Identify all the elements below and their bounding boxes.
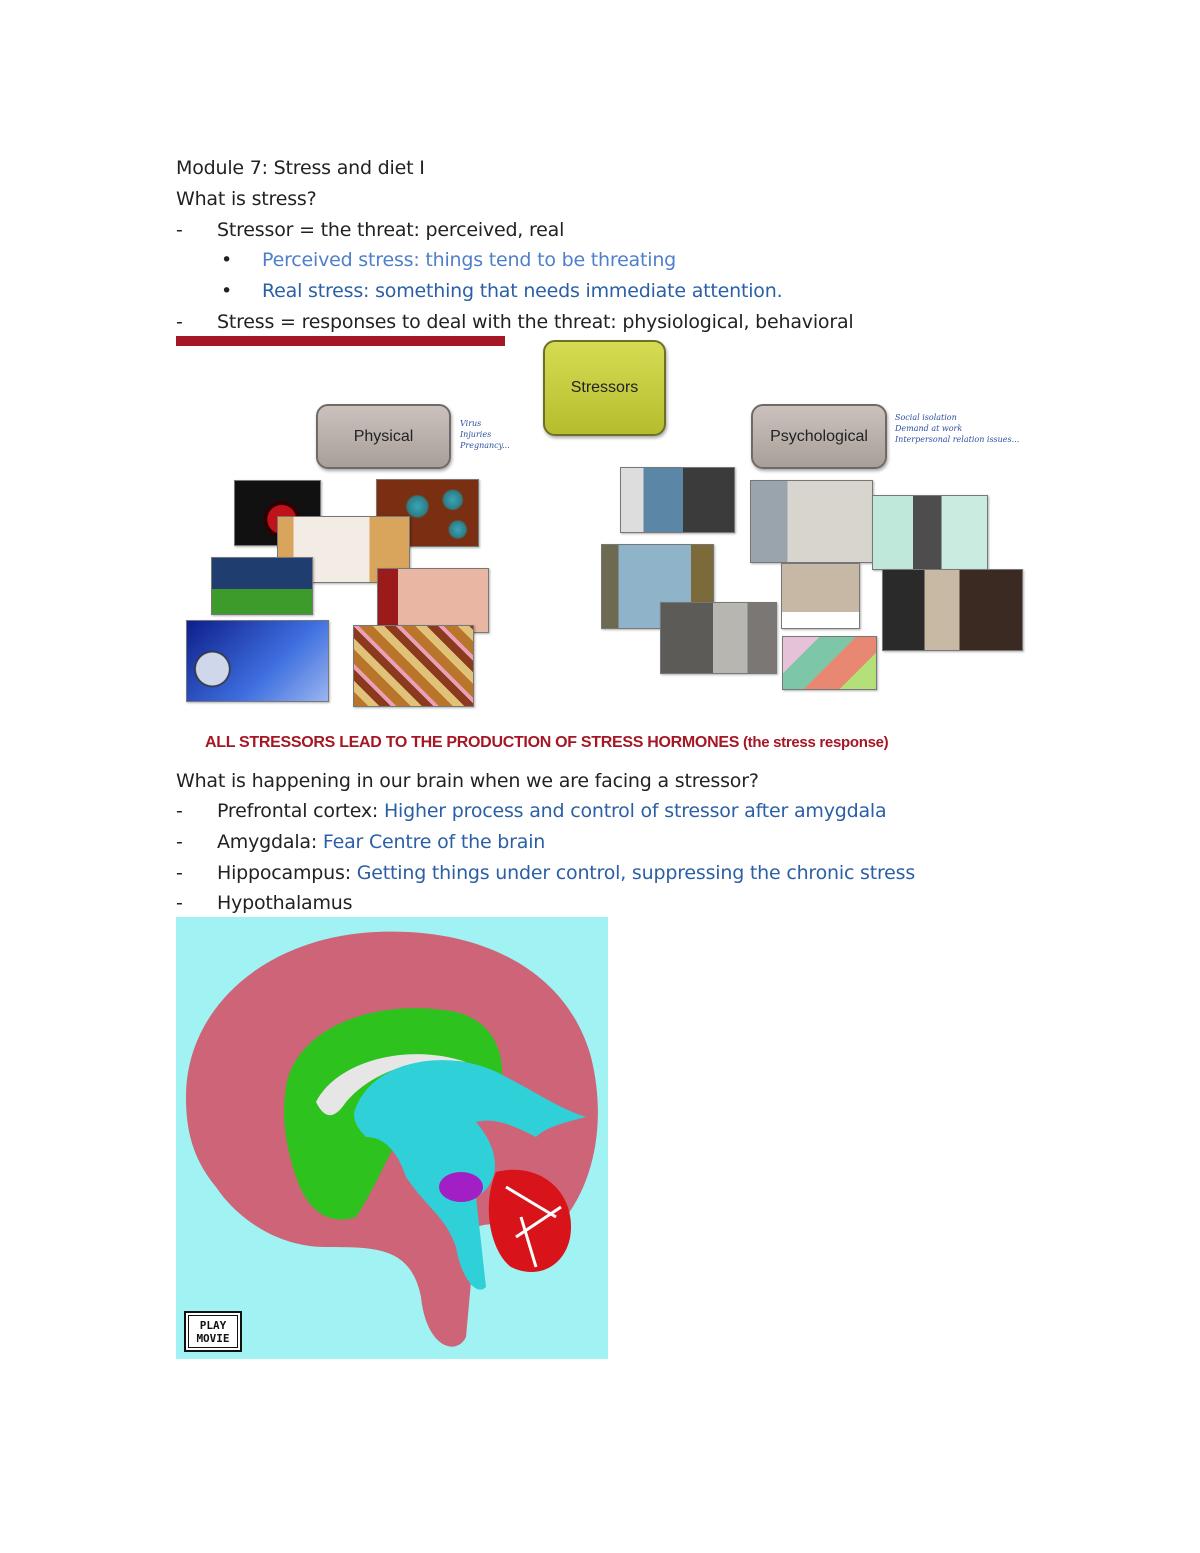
play-movie-button[interactable]: PLAY MOVIE — [184, 1311, 242, 1352]
stress-hormones-headline: ALL STRESSORS LEAD TO THE PRODUCTION OF … — [205, 734, 889, 751]
photo-family-computer — [660, 602, 777, 674]
list-item-prefrontal-cortex: -Prefrontal cortex: Higher process and c… — [176, 800, 887, 822]
list-item-hippocampus: -Hippocampus: Getting things under contr… — [176, 862, 916, 884]
brain-illustration — [186, 931, 598, 1347]
stressors-node: Stressors — [543, 340, 666, 436]
physical-notes: Virus Injuries Pregnancy... — [460, 419, 510, 450]
photo-insomnia-clock — [186, 620, 329, 702]
photo-presentation — [750, 480, 873, 563]
section-heading-what-is-stress: What is stress? — [176, 188, 317, 210]
psychological-node: Psychological — [751, 404, 887, 469]
photo-scraped-skin — [377, 568, 489, 633]
brain-model-image: PLAY MOVIE — [176, 917, 608, 1359]
photo-junk-food — [353, 625, 474, 707]
photo-bullying — [620, 467, 735, 533]
list-item-perceived-stress: •Perceived stress: things tend to be thr… — [221, 249, 677, 271]
photo-demanding-work — [872, 495, 988, 570]
list-item-amygdala: -Amygdala: Fear Centre of the brain — [176, 831, 546, 853]
photo-banknotes — [782, 636, 877, 690]
psychological-notes: Social isolation Demand at work Interper… — [895, 413, 1020, 444]
photo-stressed-businesswoman — [882, 569, 1023, 651]
document-title: Module 7: Stress and diet I — [176, 157, 425, 179]
physical-node: Physical — [316, 404, 451, 469]
red-divider-bar — [176, 336, 505, 346]
section-heading-brain: What is happening in our brain when we a… — [176, 770, 759, 792]
photo-family-argument — [781, 563, 860, 629]
list-item-stress-response: -Stress = responses to deal with the thr… — [176, 311, 854, 333]
list-item-real-stress: •Real stress: something that needs immed… — [221, 280, 783, 302]
list-item-stressor: -Stressor = the threat: perceived, real — [176, 219, 565, 241]
list-item-hypothalamus: -Hypothalamus — [176, 892, 353, 914]
photo-injured-player — [211, 557, 313, 615]
